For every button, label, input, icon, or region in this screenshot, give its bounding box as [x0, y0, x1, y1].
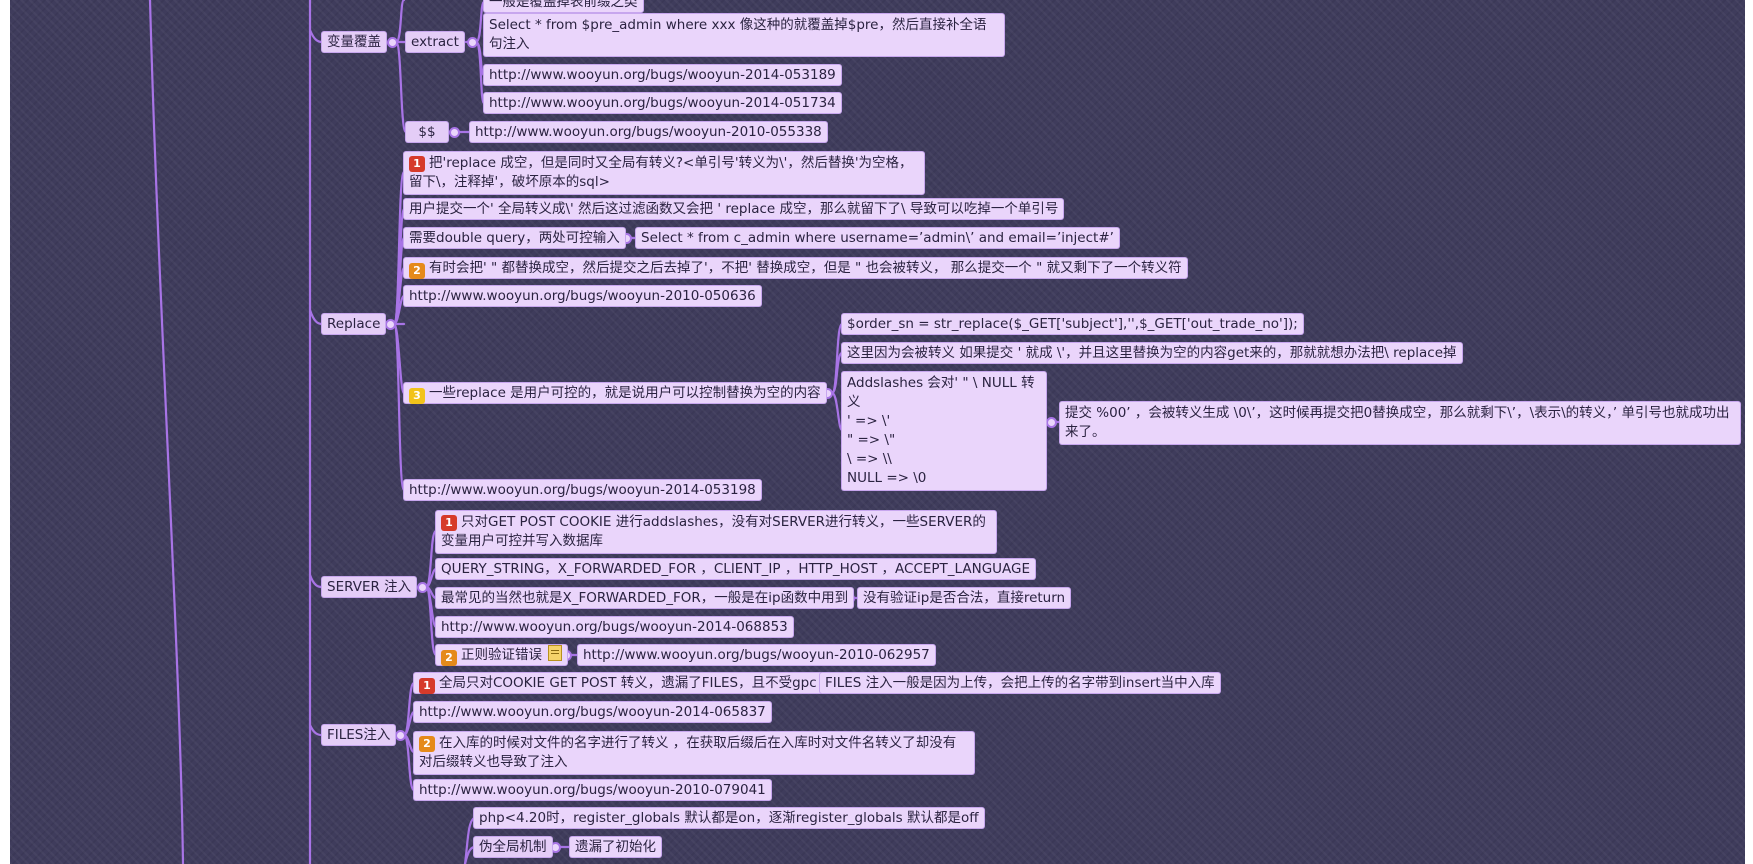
note-icon[interactable] [548, 645, 562, 661]
topic-extract[interactable]: extract [406, 32, 464, 52]
priority-2-icon: 2 [419, 736, 435, 752]
topic-label: extract [411, 34, 459, 50]
node-text: 把'replace 成空，但是同时又全局有转义?<单引号'转义为\'，然后替换'… [409, 155, 913, 190]
node-extract-link-2[interactable]: http://www.wooyun.org/bugs/wooyun-2014-0… [484, 93, 841, 113]
node-text: 有时会把' " 都替换成空，然后提交之后去掉了'，不把' 替换成空，但是 " 也… [429, 260, 1182, 276]
node-extract-1[interactable]: 一般是覆盖掉表前缀之类 [484, 0, 643, 12]
node-addslashes[interactable]: Addslashes 会对' " \ NULL 转义 ' => \' " => … [842, 372, 1046, 490]
collapse-knob[interactable] [387, 37, 398, 48]
topic-files[interactable]: FILES注入 [322, 725, 396, 745]
node-text: php<4.20时，register_globals 默认都是on，逐渐regi… [479, 810, 979, 826]
mindmap-canvas: 变量覆盖 extract 一般是覆盖掉表前缀之类 Select * from $… [10, 0, 1745, 864]
node-text: 需要double query，两处可控输入 [409, 230, 620, 246]
node-dollar-link[interactable]: http://www.wooyun.org/bugs/wooyun-2010-0… [470, 122, 827, 142]
node-replace-6-code[interactable]: $order_sn = str_replace($_GET['subject']… [842, 314, 1303, 334]
node-text: 一般是覆盖掉表前缀之类 [489, 0, 638, 10]
node-replace-3[interactable]: 需要double query，两处可控输入 [404, 228, 625, 248]
node-replace-link-1[interactable]: http://www.wooyun.org/bugs/wooyun-2010-0… [404, 286, 761, 306]
node-text: 正则验证错误 [461, 647, 542, 663]
topic-label: FILES注入 [327, 727, 391, 743]
node-addslashes-child[interactable]: 提交 %00’ ，会被转义生成 \0\’，这时候再提交把0替换成空，那么就剩下\… [1060, 402, 1740, 444]
node-text-line: \ => \\ [847, 451, 892, 467]
topic-var-overwrite[interactable]: 变量覆盖 [322, 32, 386, 52]
link-text: http://www.wooyun.org/bugs/wooyun-2014-0… [489, 67, 836, 83]
node-files-link-2[interactable]: http://www.wooyun.org/bugs/wooyun-2010-0… [414, 780, 771, 800]
node-text: QUERY_STRING，X_FORWARDED_FOR ，CLIENT_IP … [441, 561, 1031, 577]
collapse-knob[interactable] [395, 730, 406, 741]
node-files-1-child[interactable]: FILES 注入一般是因为上传，会把上传的名字带到insert当中入库 [820, 673, 1220, 693]
link-text: http://www.wooyun.org/bugs/wooyun-2010-0… [583, 647, 930, 663]
node-text: 提交 %00’ ，会被转义生成 \0\’，这时候再提交把0替换成空，那么就剩下\… [1065, 405, 1730, 440]
node-pseudo-child[interactable]: 遗漏了初始化 [570, 837, 661, 857]
node-replace-2[interactable]: 用户提交一个' 全局转义成\' 然后这过滤函数又会把 ' replace 成空，… [404, 199, 1064, 219]
priority-2-icon: 2 [409, 263, 425, 279]
node-replace-6-explain[interactable]: 这里因为会被转义 如果提交 ' 就成 \'，并且这里替换为空的内容get来的，那… [842, 343, 1462, 363]
node-extract-2[interactable]: Select * from $pre_admin where xxx 像这种的就… [484, 14, 1004, 56]
node-text: 用户提交一个' 全局转义成\' 然后这过滤函数又会把 ' replace 成空，… [409, 201, 1059, 217]
topic-label: Replace [327, 316, 381, 332]
collapse-knob[interactable] [550, 842, 561, 853]
link-text: http://www.wooyun.org/bugs/wooyun-2014-0… [489, 95, 836, 111]
topic-label: SERVER 注入 [327, 579, 412, 595]
priority-1-icon: 1 [441, 515, 457, 531]
topic-label: $$ [418, 124, 436, 140]
node-server-2[interactable]: QUERY_STRING，X_FORWARDED_FOR ，CLIENT_IP … [436, 559, 1036, 579]
link-text: http://www.wooyun.org/bugs/wooyun-2010-0… [409, 288, 756, 304]
link-text: http://www.wooyun.org/bugs/wooyun-2014-0… [441, 619, 788, 635]
node-text: 最常见的当然也就是X_FORWARDED_FOR，一般是在ip函数中用到 [441, 590, 849, 606]
collapse-knob[interactable] [1046, 417, 1057, 428]
topic-double-dollar[interactable]: $$ [406, 122, 448, 142]
node-extract-link-1[interactable]: http://www.wooyun.org/bugs/wooyun-2014-0… [484, 65, 841, 85]
node-text: 遗漏了初始化 [575, 839, 656, 855]
node-replace-3-child[interactable]: Select * from c_admin where username=’ad… [636, 228, 1119, 248]
topic-replace[interactable]: Replace [322, 314, 386, 334]
node-text: 全局只对COOKIE GET POST 转义，遗漏了FILES，且不受gpc [439, 675, 817, 691]
node-text: 在入库的时候对文件的名字进行了转义 ，在获取后缀后在入库时对文件名转义了却没有对… [419, 735, 957, 770]
node-text: 只对GET POST COOKIE 进行addslashes，没有对SERVER… [441, 514, 986, 549]
node-server-link[interactable]: http://www.wooyun.org/bugs/wooyun-2014-0… [436, 617, 793, 637]
topic-server[interactable]: SERVER 注入 [322, 577, 417, 597]
node-text: $order_sn = str_replace($_GET['subject']… [847, 316, 1298, 332]
node-text-line: Addslashes 会对' " \ NULL 转义 [847, 375, 1035, 410]
node-server-5-child[interactable]: http://www.wooyun.org/bugs/wooyun-2010-0… [578, 645, 935, 665]
topic-pseudo-global[interactable]: 伪全局机制 [474, 837, 552, 857]
node-text: Select * from c_admin where username=’ad… [641, 230, 1114, 246]
node-text: FILES 注入一般是因为上传，会把上传的名字带到insert当中入库 [825, 675, 1215, 691]
priority-1-icon: 1 [419, 678, 435, 694]
collapse-knob[interactable] [449, 127, 460, 138]
node-text: 一些replace 是用户可控的，就是说用户可以控制替换为空的内容 [429, 385, 821, 401]
node-text-line: ' => \' [847, 413, 891, 429]
node-text-line: NULL => \0 [847, 470, 927, 486]
node-text-line: " => \" [847, 432, 896, 448]
priority-2-icon: 2 [441, 650, 457, 666]
node-register-globals[interactable]: php<4.20时，register_globals 默认都是on，逐渐regi… [474, 808, 984, 828]
topic-label: 变量覆盖 [327, 34, 381, 50]
node-replace-link-2[interactable]: http://www.wooyun.org/bugs/wooyun-2014-0… [404, 480, 761, 500]
link-text: http://www.wooyun.org/bugs/wooyun-2014-0… [409, 482, 756, 498]
priority-3-icon: 3 [409, 388, 425, 404]
priority-1-icon: 1 [409, 156, 425, 172]
link-text: http://www.wooyun.org/bugs/wooyun-2010-0… [419, 782, 766, 798]
node-files-link-1[interactable]: http://www.wooyun.org/bugs/wooyun-2014-0… [414, 702, 771, 722]
collapse-knob[interactable] [385, 319, 396, 330]
node-server-3[interactable]: 最常见的当然也就是X_FORWARDED_FOR，一般是在ip函数中用到 [436, 588, 854, 608]
node-text: Select * from $pre_admin where xxx 像这种的就… [489, 17, 987, 52]
node-text: 这里因为会被转义 如果提交 ' 就成 \'，并且这里替换为空的内容get来的，那… [847, 345, 1457, 361]
link-text: http://www.wooyun.org/bugs/wooyun-2010-0… [475, 124, 822, 140]
node-text: 没有验证ip是否合法，直接return [863, 590, 1066, 606]
collapse-knob[interactable] [417, 582, 428, 593]
collapse-knob[interactable] [467, 37, 478, 48]
link-text: http://www.wooyun.org/bugs/wooyun-2014-0… [419, 704, 766, 720]
topic-label: 伪全局机制 [479, 839, 547, 855]
node-server-3-child[interactable]: 没有验证ip是否合法，直接return [858, 588, 1071, 608]
